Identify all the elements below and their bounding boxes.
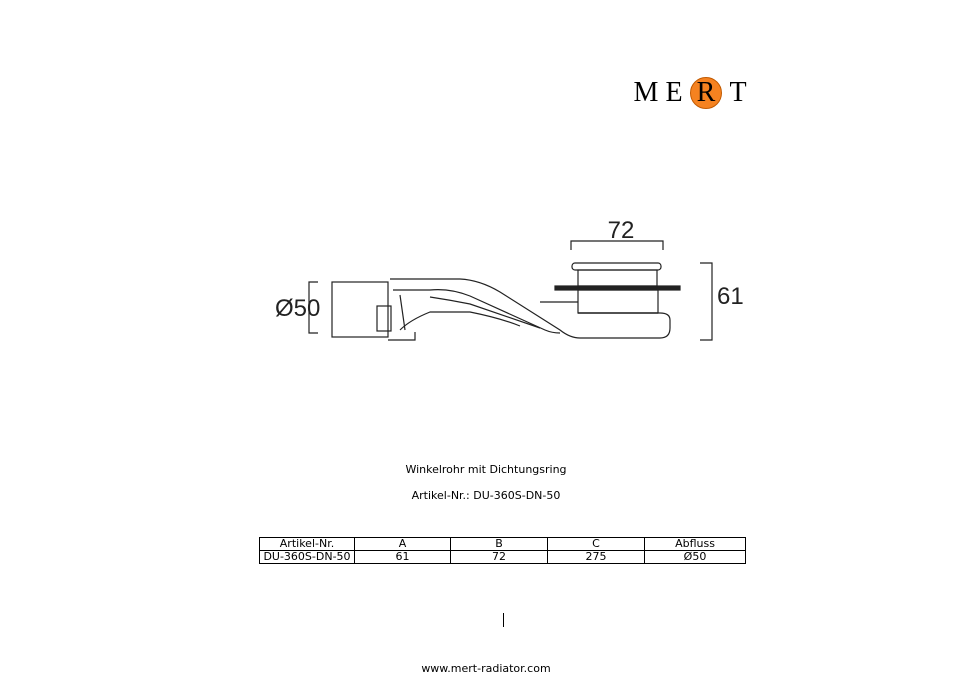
text-cursor — [503, 613, 504, 627]
spec-table: Artikel-Nr. A B C Abfluss DU-360S-DN-50 … — [259, 537, 746, 564]
pipe-coupling — [331, 281, 389, 338]
dimension-line-50 — [308, 281, 318, 334]
header-cell: Artikel-Nr. — [259, 537, 355, 551]
drain-cap — [571, 262, 662, 271]
dimension-line-61 — [700, 262, 713, 341]
drain-cap-body — [577, 269, 658, 287]
header-cell: A — [354, 537, 451, 551]
table-cell: 275 — [547, 550, 645, 564]
header-cell: B — [450, 537, 548, 551]
dimension-72-label: 72 — [608, 217, 635, 244]
table-row: DU-360S-DN-50 61 72 275 Ø50 — [259, 550, 746, 564]
logo-letter: M — [633, 77, 659, 108]
mert-logo: M E R T — [632, 76, 752, 110]
table-cell: 72 — [450, 550, 548, 564]
header-cell: Abfluss — [644, 537, 746, 551]
dimension-61-label: 61 — [717, 283, 744, 310]
table-cell: DU-360S-DN-50 — [259, 550, 355, 564]
table-cell: Ø50 — [644, 550, 746, 564]
dimension-line-72 — [570, 240, 664, 250]
header-cell: C — [547, 537, 645, 551]
table-cell: 61 — [354, 550, 451, 564]
dimension-50-label: Ø50 — [275, 295, 320, 322]
drain-flange — [554, 285, 681, 291]
logo-letter: T — [729, 77, 747, 108]
footer-url[interactable]: www.mert-radiator.com — [421, 662, 551, 675]
logo-letter: E — [665, 77, 683, 108]
product-caption: Winkelrohr mit Dichtungsring — [405, 463, 567, 476]
table-header-row: Artikel-Nr. A B C Abfluss — [259, 537, 746, 551]
drain-body — [577, 289, 659, 314]
article-number: Artikel-Nr.: DU-360S-DN-50 — [411, 489, 561, 502]
logo-letter-circle: R — [690, 77, 722, 109]
